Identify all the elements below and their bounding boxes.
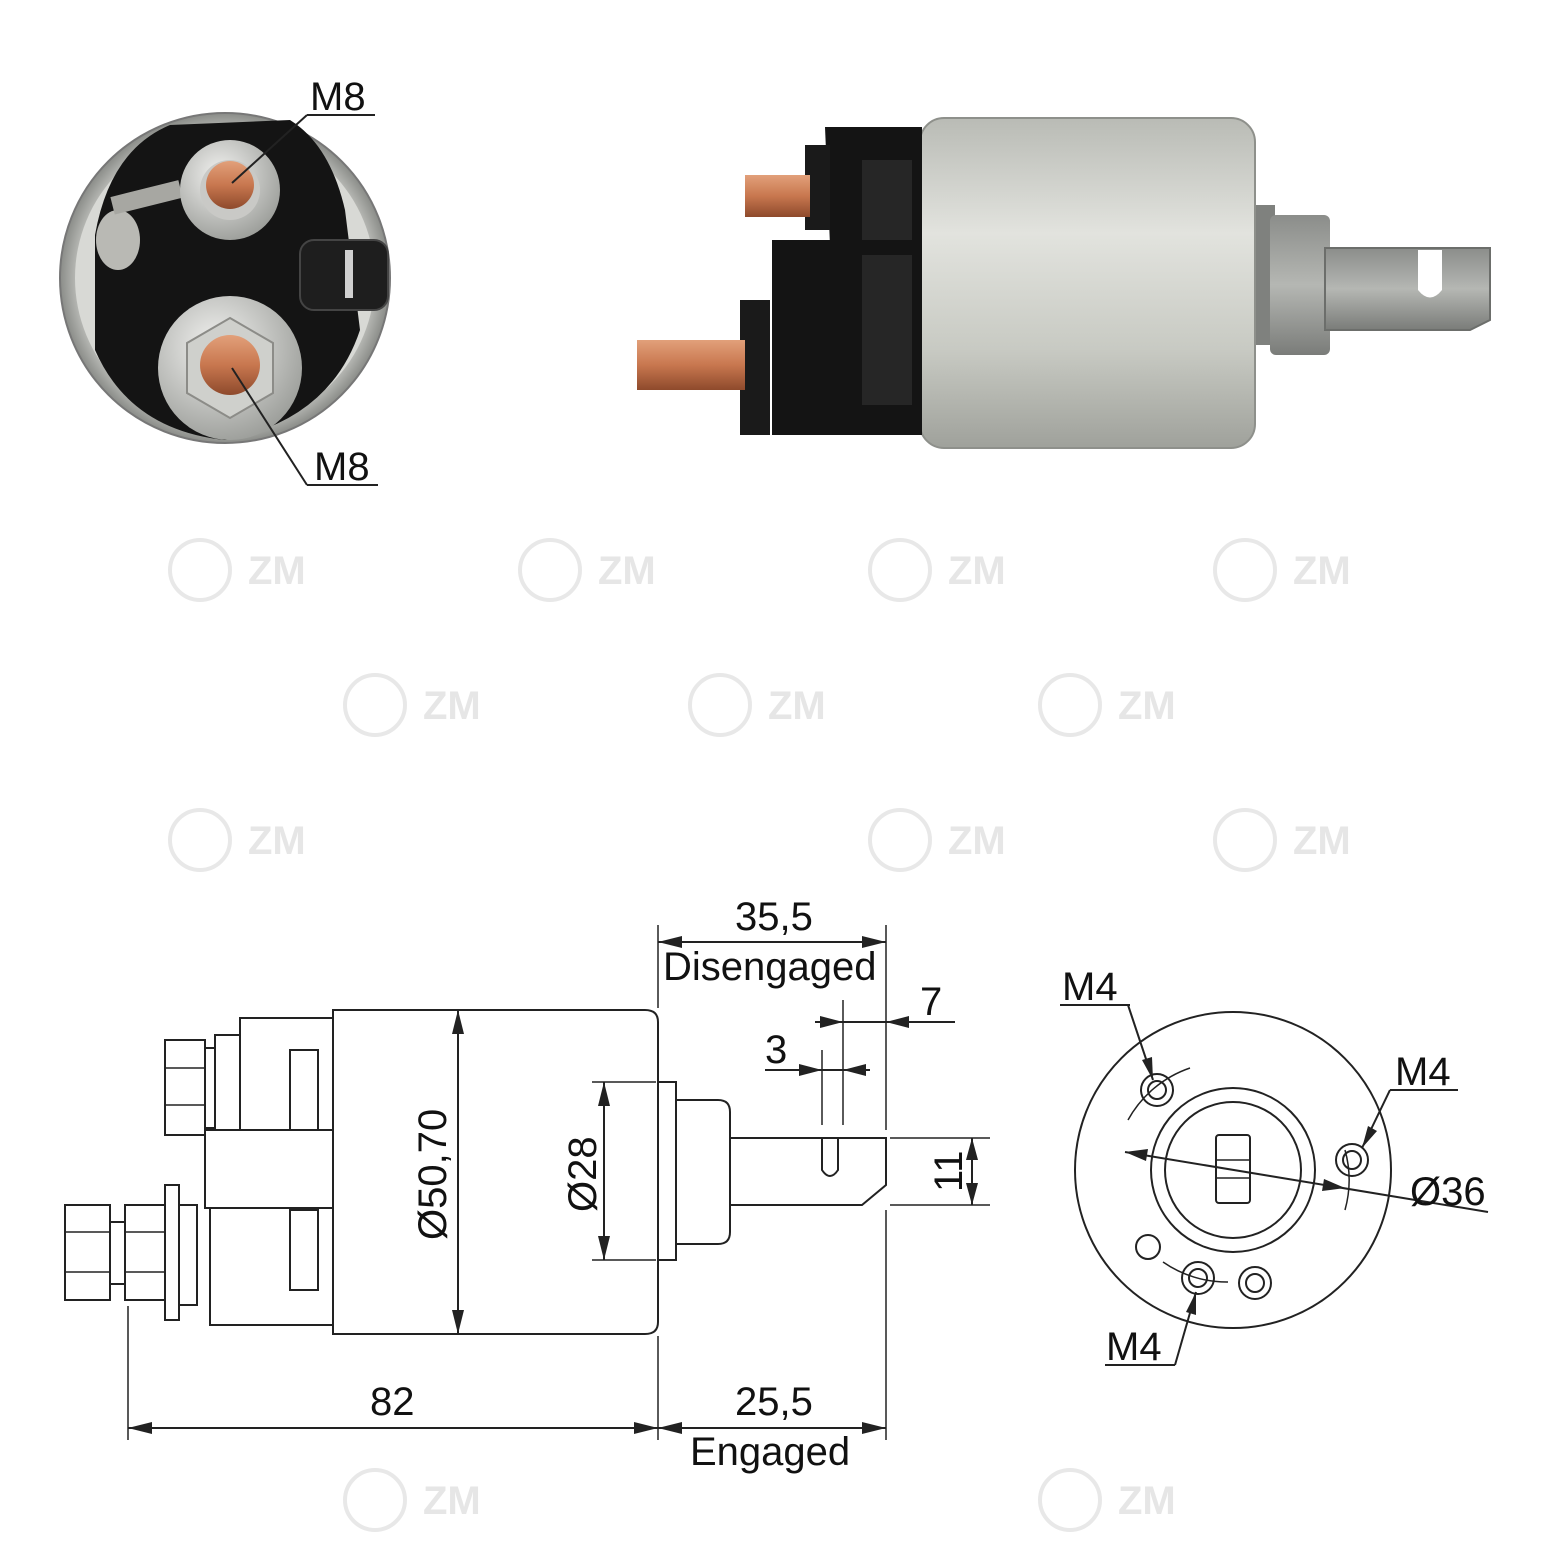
end-drawing-hub-inner	[1164, 1101, 1302, 1239]
drawing-lower-spacer	[178, 1204, 198, 1306]
label-m4-bottom: M4	[1106, 1325, 1162, 1369]
svg-text:ZM: ZM	[948, 549, 1006, 593]
end-view-connector	[299, 239, 389, 311]
dim-11: 11	[927, 1150, 971, 1192]
end-drawing-hole-top-left	[1140, 1073, 1174, 1107]
label-m4-right: M4	[1395, 1050, 1451, 1094]
end-drawing-hole-bottom	[1181, 1261, 1215, 1295]
dim-bolt-circle: Ø36	[1410, 1170, 1486, 1214]
drawing-lower-cap-inner	[289, 1209, 319, 1291]
drawing-lower-stud-thread	[109, 1221, 126, 1285]
drawing-lower-washer	[164, 1184, 180, 1321]
dim-3: 3	[765, 1028, 787, 1072]
leader-m8-top	[231, 114, 308, 184]
watermark-5: ZM	[343, 673, 481, 737]
svg-text:ZM: ZM	[598, 549, 656, 593]
end-drawing-hole-right	[1335, 1143, 1369, 1177]
side-photo-bottom-stud	[637, 340, 745, 390]
svg-text:ZM: ZM	[1293, 819, 1351, 863]
end-drawing-pin-hole	[1135, 1234, 1161, 1260]
watermark-3: ZM	[868, 538, 1006, 602]
dim-nose-diameter: Ø28	[561, 1136, 605, 1212]
svg-text:ZM: ZM	[1118, 684, 1176, 728]
drawing-nose-flange	[657, 1081, 677, 1261]
drawing-bridge	[204, 1129, 334, 1209]
label-m8-top: M8	[310, 75, 366, 119]
end-drawing-hub-outer	[1150, 1087, 1316, 1253]
side-photo-plunger	[1324, 247, 1491, 331]
drawing-end-view: Ø36 M4 M4 M4	[1060, 965, 1489, 1369]
label-m4-top-left: M4	[1062, 965, 1118, 1009]
svg-text:ZM: ZM	[248, 549, 306, 593]
end-view-top-stud	[206, 161, 254, 209]
drawing-plunger-slot	[821, 1138, 839, 1177]
svg-text:ZM: ZM	[948, 819, 1006, 863]
side-photo-nose	[1270, 215, 1330, 355]
watermark-7: ZM	[1038, 673, 1176, 737]
leader-m8-bottom	[231, 367, 308, 486]
drawing-nose	[675, 1099, 731, 1245]
watermark-9: ZM	[868, 808, 1006, 872]
watermark-11: ZM	[343, 1468, 481, 1532]
dim-engaged-value: 25,5	[735, 1380, 813, 1424]
watermark-12: ZM	[1038, 1468, 1176, 1532]
label-m8-bottom: M8	[314, 445, 370, 489]
svg-text:ZM: ZM	[423, 684, 481, 728]
end-view-lug	[96, 210, 140, 270]
end-view-connector-pin	[345, 250, 353, 298]
watermark-4: ZM	[1213, 538, 1351, 602]
end-drawing-plunger-slot	[1215, 1134, 1251, 1204]
side-photo-bottom-cap-step	[862, 255, 912, 405]
dimline-bolt-circle	[1124, 1151, 1489, 1213]
watermark-8: ZM	[168, 808, 306, 872]
drawing-lower-cap	[209, 1207, 334, 1326]
drawing-lower-hex-outer	[64, 1204, 111, 1301]
dim-disengaged-label: Disengaged	[663, 945, 877, 989]
dim-length: 82	[370, 1380, 415, 1424]
drawing-upper-collar	[214, 1034, 241, 1131]
drawing-upper-cap	[239, 1017, 334, 1131]
svg-text:ZM: ZM	[1293, 549, 1351, 593]
photo-side-view	[637, 117, 1491, 449]
end-drawing-hole-bottom-right	[1238, 1266, 1272, 1300]
dim-body-diameter: Ø50,70	[411, 1109, 455, 1240]
end-drawing-outer-circle	[1074, 1011, 1392, 1329]
drawing-lower-hex-inner	[124, 1204, 166, 1301]
drawing-plunger	[729, 1137, 887, 1206]
drawing-body-outline	[332, 1009, 659, 1335]
svg-text:ZM: ZM	[768, 684, 826, 728]
drawing-side-view: 35,5 Disengaged 7 3 Ø50,70 Ø28 11 82	[64, 895, 990, 1474]
side-photo-top-cap-step	[862, 160, 912, 240]
end-view-bottom-stud	[200, 335, 260, 395]
svg-text:ZM: ZM	[423, 1479, 481, 1523]
side-photo-top-stud	[745, 175, 810, 217]
end-drawing-bolt-arc-1	[1127, 1067, 1191, 1121]
end-drawing-bolt-arc-3	[1162, 1261, 1229, 1283]
drawing-upper-washer	[204, 1047, 216, 1129]
drawing-upper-cap-inner	[289, 1049, 319, 1131]
watermark-2: ZM	[518, 538, 656, 602]
watermark-1: ZM	[168, 538, 306, 602]
svg-text:ZM: ZM	[248, 819, 306, 863]
drawing-upper-hex	[164, 1039, 206, 1136]
watermark-6: ZM	[688, 673, 826, 737]
dim-engaged-label: Engaged	[690, 1430, 850, 1474]
side-photo-body	[919, 117, 1256, 449]
svg-text:ZM: ZM	[1118, 1479, 1176, 1523]
side-photo-plunger-slot	[1418, 250, 1442, 298]
end-drawing-bolt-arc-2	[1344, 1149, 1350, 1211]
watermark-layer: ZM ZM ZM ZM ZM ZM ZM ZM	[168, 538, 1351, 1532]
dim-7: 7	[920, 980, 942, 1024]
photo-end-view: M8 M8	[59, 75, 391, 489]
end-view-strap	[110, 180, 183, 215]
dim-disengaged-value: 35,5	[735, 895, 813, 939]
watermark-10: ZM	[1213, 808, 1351, 872]
